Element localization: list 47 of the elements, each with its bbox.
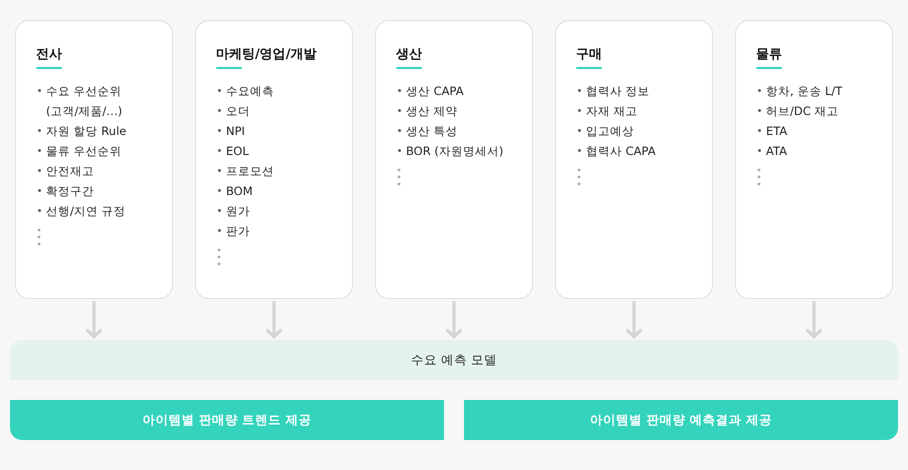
bullet-item: 선행/지연 규정 [36,201,126,221]
flow-arrow [626,301,642,339]
band-label: 수요 예측 모델 [411,351,497,369]
category-card [735,20,893,299]
bullet-item: 자재 재고 [576,101,638,121]
bullet-item: 오더 [216,101,250,121]
bullet-item: 생산 특성 [396,121,458,141]
bullet-item: EOL [216,141,249,161]
output-banner [464,400,898,440]
bullet-item: BOR (자원명세서) [396,141,504,161]
bullet-item: 안전재고 [36,161,94,181]
flow-arrow [806,301,822,339]
card-heading: 구매 [576,46,602,64]
bullet-item: ETA [756,121,788,141]
card-heading: 마케팅/영업/개발 [216,46,316,64]
bullet-item: 물류 우선순위 [36,141,122,161]
bullet-item: 생산 제약 [396,101,458,121]
bullet-item: 협력사 정보 [576,81,650,101]
bullet-item: 생산 CAPA [396,81,464,101]
bullet-item: ATA [756,141,787,161]
bullet-item: 수요 우선순위 (고객/제품/…) [36,81,148,121]
bullet-item: NPI [216,121,245,141]
category-card [15,20,173,299]
banner-label: 아이템별 판매량 예측결과 제공 [590,411,772,429]
card-heading: 전사 [36,46,62,64]
model-band [10,340,898,380]
category-card [555,20,713,299]
banner-label: 아이템별 판매량 트렌드 제공 [142,411,312,429]
flow-arrow [266,301,282,339]
category-card [195,20,353,299]
bullet-item: 원가 [216,201,250,221]
flow-arrow [446,301,462,339]
bullet-item: 확정구간 [36,181,94,201]
bullet-item: 판가 [216,221,250,241]
card-heading: 물류 [756,46,782,64]
output-banner [10,400,444,440]
bullet-item: 자원 할당 Rule [36,121,126,141]
bullet-item: 수요예측 [216,81,274,101]
bullet-item: 프로모션 [216,161,274,181]
card-heading: 생산 [396,46,422,64]
bullet-item: 항차, 운송 L/T [756,81,842,101]
category-card [375,20,533,299]
bullet-item: BOM [216,181,253,201]
bullet-item: 협력사 CAPA [576,141,656,161]
flow-arrow [86,301,102,339]
bullet-item: 허브/DC 재고 [756,101,838,121]
bullet-item: 입고예상 [576,121,634,141]
